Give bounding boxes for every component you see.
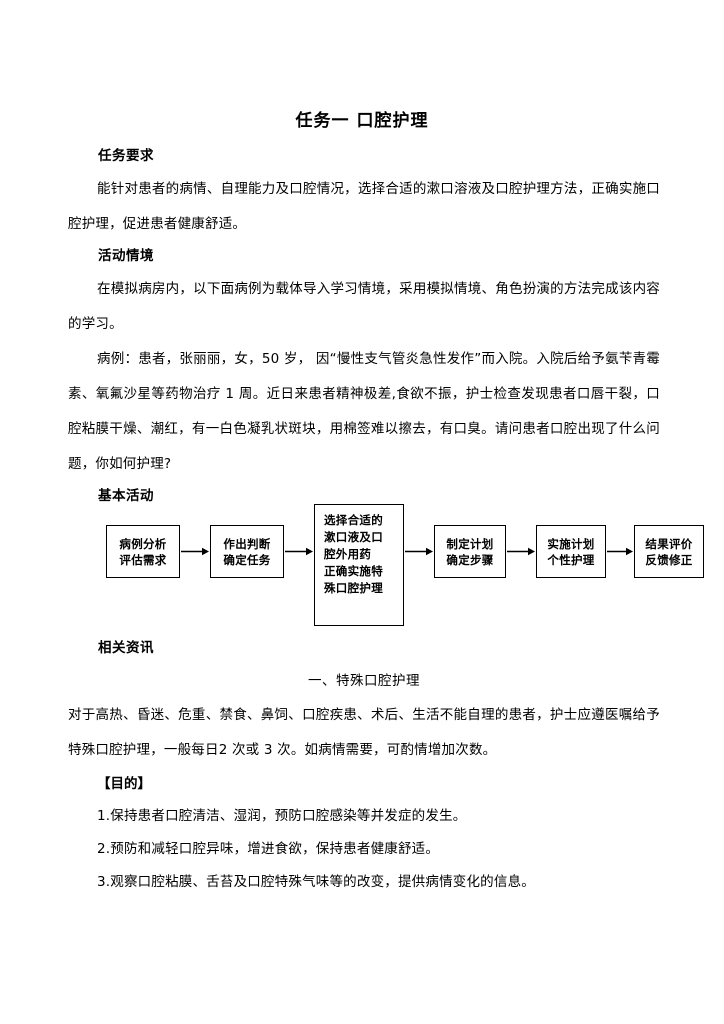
paragraph-related-info: 对于高热、昏迷、危重、禁食、鼻饲、口腔疾患、术后、生活不能自理的患者，护士应遵医… [68,707,660,758]
arrow-5-icon [607,547,633,556]
list-item: 3.观察口腔粘膜、舌苔及口腔特殊气味等的改变，提供病情变化的信息。 [97,874,535,890]
list-item: 1.保持患者口腔清洁、湿润，预防口腔感染等并发症的发生。 [97,808,467,824]
flow-box-make-plan: 制定计划 确定步骤 [434,525,506,578]
arrow-1-icon [181,547,209,556]
paragraph-requirement: 能针对患者的病情、自理能力及口腔情况，选择合适的漱口溶液及口腔护理方法，正确实施… [68,181,660,232]
page-title: 任务一 口腔护理 [295,111,429,131]
subsection-heading-special-oral-care: 一、特殊口腔护理 [308,673,420,689]
arrow-2-icon [285,547,313,556]
basic-activity-flowchart: 病例分析 评估需求 作出判断 确定任务 选择合适的 漱口液及口 腔外用药 正确实… [0,504,724,626]
paragraph-scenario: 在模拟病房内，以下面病例为载体导入学习情境，采用模拟情境、角色扮演的方法完成该内… [68,281,660,332]
flow-box-evaluate-result: 结果评价 反馈修正 [634,525,704,578]
flow-box-make-judgement: 作出判断 确定任务 [210,525,284,578]
section-heading-basic-activity: 基本活动 [98,488,154,504]
flow-box-implement-plan: 实施计划 个性护理 [536,525,606,578]
section-heading-scenario: 活动情境 [98,248,154,264]
flow-box-select-mouthwash: 选择合适的 漱口液及口 腔外用药 正确实施特 殊口腔护理 [314,504,404,626]
arrow-3-icon [405,547,433,556]
section-heading-related-info: 相关资讯 [98,640,154,656]
list-item: 2.预防和减轻口腔异味，增进食欲，保持患者健康舒适。 [97,841,440,857]
flow-box-case-analysis: 病例分析 评估需求 [106,525,180,578]
section-heading-requirement: 任务要求 [98,148,154,164]
document-body: 任务要求 能针对患者的病情、自理能力及口腔情况，选择合适的漱口溶液及口腔护理方法… [68,146,660,899]
paragraph-case: 病例：患者，张丽丽，女，50 岁， 因“慢性支气管炎急性发作”而入院。入院后给予… [68,351,660,472]
arrow-4-icon [507,547,535,556]
purpose-heading: 【目的】 [97,776,151,792]
